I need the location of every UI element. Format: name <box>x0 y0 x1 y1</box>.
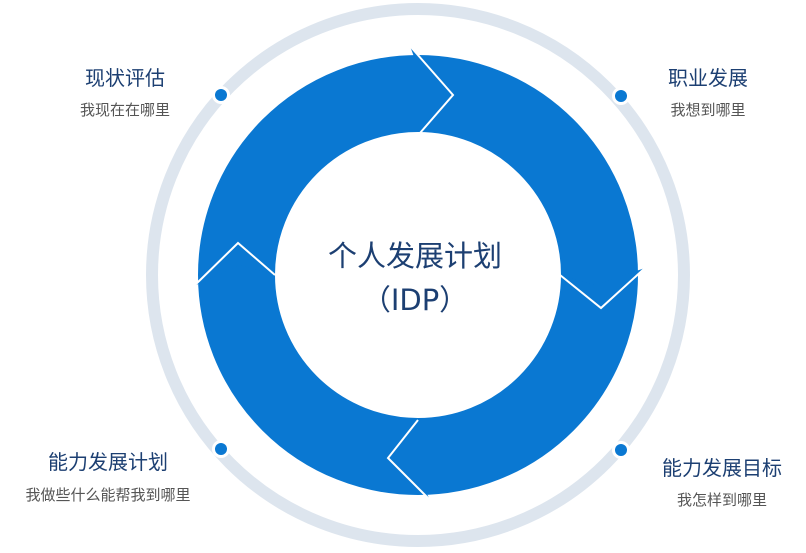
stage-subtitle-goal: 我怎样到哪里 <box>677 491 767 509</box>
outer-track-ring <box>146 3 690 547</box>
arrow-left <box>193 241 276 287</box>
stage-subtitle-career: 我想到哪里 <box>670 101 745 119</box>
stage-title-goal: 能力发展目标 <box>662 456 782 480</box>
center-subtitle: （IDP） <box>362 283 468 317</box>
stage-title-assessment: 现状评估 <box>85 66 165 90</box>
chevron-icon <box>559 267 646 310</box>
cycle-ring <box>198 55 638 495</box>
stage-dots <box>212 86 630 459</box>
chevron-icon <box>386 419 431 501</box>
stage-title-career: 职业发展 <box>668 66 748 90</box>
center-title: 个人发展计划 <box>328 239 502 273</box>
arrow-top <box>409 45 455 134</box>
stage-title-plan: 能力发展计划 <box>48 450 168 474</box>
chevron-icon <box>409 45 455 134</box>
chevron-icon <box>193 241 276 287</box>
arrow-right <box>559 267 646 310</box>
stage-subtitle-plan: 我做些什么能帮我到哪里 <box>25 486 190 504</box>
arrow-bottom <box>386 419 431 501</box>
stage-subtitle-assessment: 我现在在哪里 <box>80 101 170 119</box>
